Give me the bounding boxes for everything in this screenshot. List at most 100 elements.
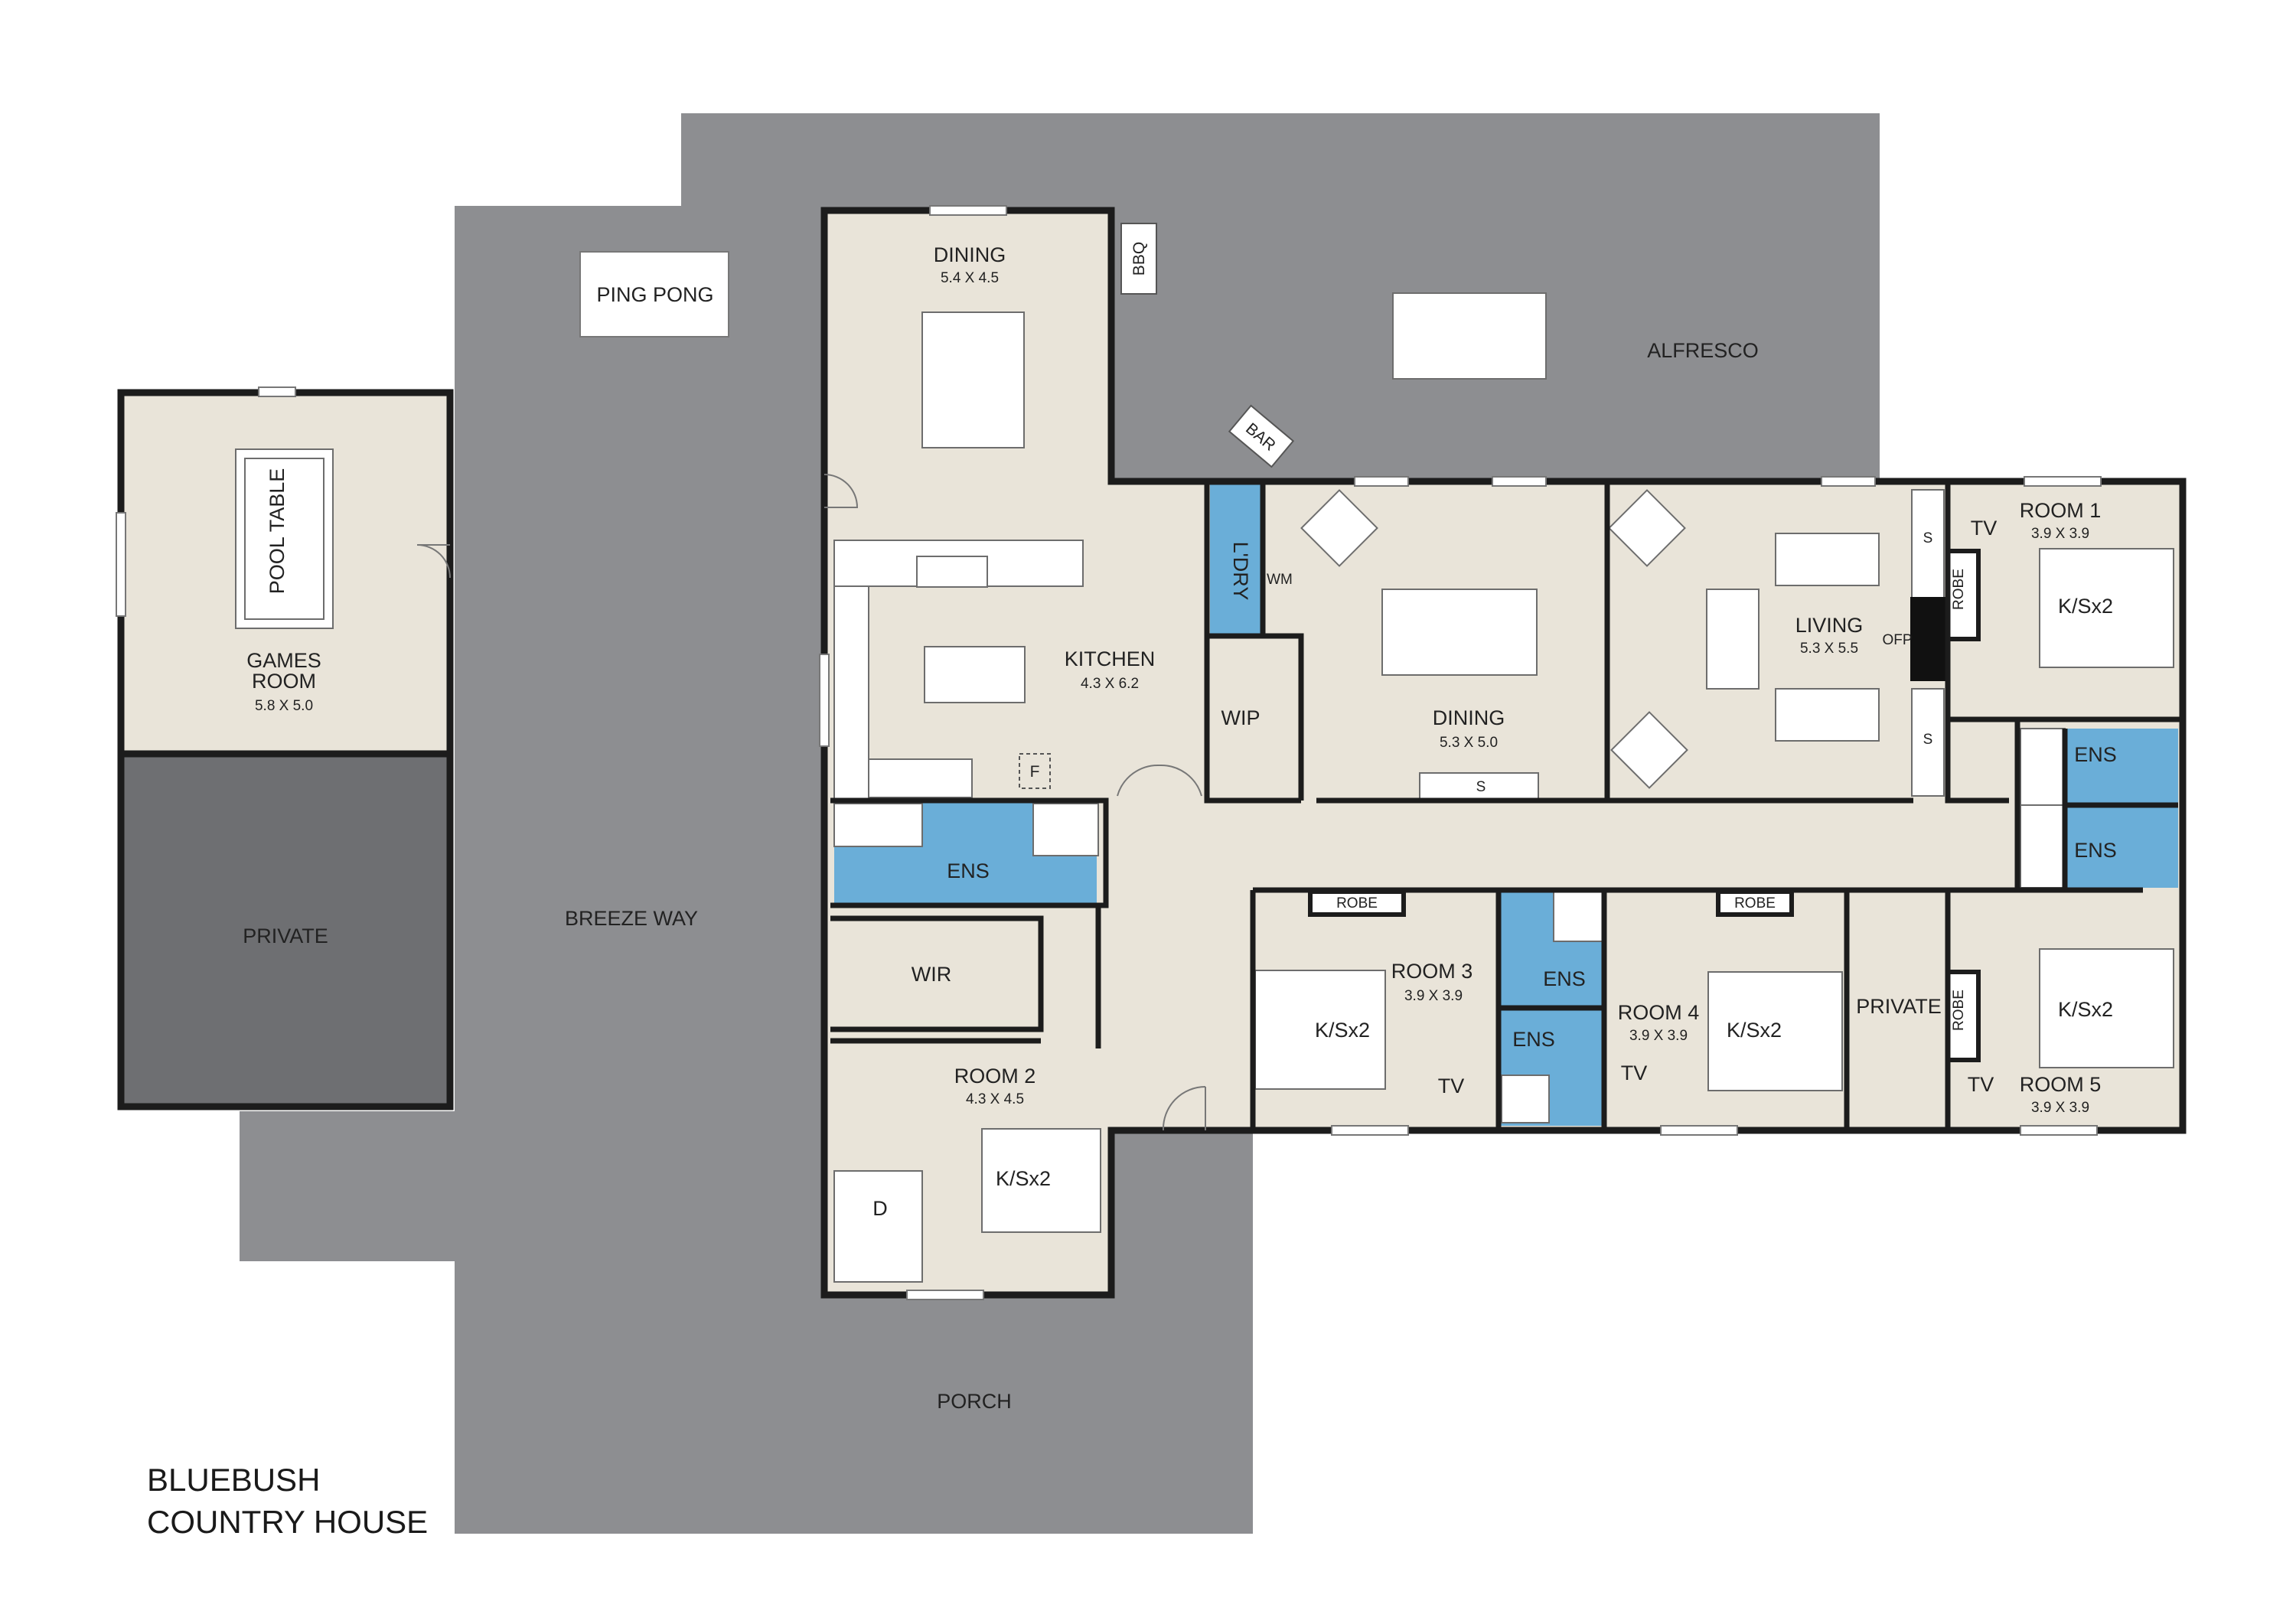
window: [1660, 1125, 1738, 1136]
ping-pong-label: PING PONG: [596, 283, 713, 306]
room4-name: ROOM 4: [1618, 1001, 1700, 1024]
window: [1331, 1125, 1409, 1136]
games-room-name: ROOM: [252, 670, 316, 693]
room3-robe: ROBE: [1336, 895, 1378, 911]
room3-bed: K/Sx2: [1315, 1019, 1370, 1042]
room5-ens: ENS: [2074, 839, 2117, 862]
living-name: LIVING: [1795, 614, 1864, 637]
outdoor-areas: [240, 113, 1880, 1534]
door: [1117, 764, 1202, 797]
bar: [1228, 404, 1295, 468]
cooktop: [868, 758, 973, 798]
pool-table-inner: [244, 458, 325, 620]
breeze-way-area: [455, 206, 824, 1534]
ping-pong-table: [579, 251, 729, 338]
porch-label: PORCH: [937, 1390, 1012, 1413]
room5-tv: TV: [1968, 1073, 1994, 1096]
room5-bed: K/Sx2: [2058, 998, 2113, 1021]
furniture: F: [579, 223, 2174, 1283]
room1-dims: 3.9 X 3.9: [2031, 526, 2089, 542]
window: [906, 1290, 984, 1300]
shower: [1032, 803, 1099, 856]
laundry-name: L'DRY: [1229, 542, 1252, 601]
games-window-side: [116, 512, 126, 617]
alfresco-label: ALFRESCO: [1647, 339, 1759, 362]
room4-dims: 3.9 X 3.9: [1629, 1028, 1688, 1044]
sofa: [1775, 688, 1880, 742]
shower: [2020, 804, 2066, 889]
openings: [819, 205, 2102, 1300]
fridge: [1019, 753, 1051, 789]
room2-bed: K/Sx2: [996, 1167, 1051, 1190]
private-outdoor: [117, 750, 454, 1110]
plan-title: BLUEBUSH: [147, 1462, 320, 1498]
breeze-way-label: BREEZE WAY: [565, 907, 698, 930]
dining-north-dims: 5.4 X 4.5: [941, 270, 999, 286]
room5-name: ROOM 5: [2020, 1073, 2102, 1096]
private-outdoor-label: PRIVATE: [243, 925, 328, 947]
bed-room1: [2039, 548, 2174, 668]
plan-title: COUNTRY HOUSE: [147, 1504, 428, 1540]
window: [2024, 476, 2102, 487]
room3-dims: 3.9 X 3.9: [1404, 988, 1463, 1004]
living-storage: [1911, 489, 1945, 605]
dining-sideboard: [1419, 772, 1539, 801]
room1-ens: ENS: [2074, 743, 2117, 766]
sofa: [1706, 589, 1760, 690]
bbq: [1120, 223, 1157, 295]
living-dims: 5.3 X 5.5: [1800, 641, 1858, 657]
washing-machine-label: WM: [1267, 572, 1293, 588]
dining-north-table: [921, 311, 1025, 448]
bathtub: [833, 803, 923, 847]
room1-robe: ROBE: [1951, 569, 1967, 610]
dining-storage: S: [1476, 779, 1486, 795]
dining-name: DINING: [1433, 706, 1505, 729]
window: [1492, 476, 1547, 487]
bed-room4: [1707, 971, 1843, 1091]
alfresco-table: [1392, 292, 1547, 380]
interior-wall: [830, 797, 1109, 1048]
dining-table: [1381, 589, 1538, 676]
living-storage-label: S: [1923, 732, 1933, 748]
ens-room1-floor: [2065, 729, 2178, 805]
desk-room2: [833, 1170, 923, 1283]
armchair: [1300, 489, 1378, 567]
room5-robe: ROBE: [1951, 990, 1967, 1031]
dining-dims: 5.3 X 5.0: [1440, 735, 1498, 751]
games-window: [258, 386, 296, 397]
room3-ens: ENS: [1543, 967, 1586, 990]
shower: [1553, 891, 1603, 942]
bed-room3: [1254, 970, 1386, 1090]
dining-north-name: DINING: [934, 243, 1006, 266]
window: [1354, 476, 1409, 487]
window: [929, 205, 1007, 216]
shower: [1501, 1075, 1550, 1123]
interior-wall: [1250, 719, 2178, 1130]
bed-room2: [981, 1128, 1101, 1233]
room2-desk: D: [872, 1197, 888, 1220]
room4-bed: K/Sx2: [1727, 1019, 1782, 1042]
room3-name: ROOM 3: [1391, 960, 1473, 983]
fridge-label: F: [1030, 763, 1040, 781]
room1-bed: K/Sx2: [2058, 595, 2113, 618]
pool-table-label: POOL TABLE: [266, 468, 289, 595]
kitchen-island: [924, 646, 1026, 703]
room2-wir: WIR: [912, 963, 951, 986]
bbq-label: BBQ: [1130, 242, 1148, 276]
room4-tv: TV: [1621, 1061, 1648, 1084]
games-room-dims: 5.8 X 5.0: [255, 698, 313, 714]
window: [819, 654, 830, 747]
games-room-name: GAMES: [246, 649, 321, 672]
room1-tv: TV: [1971, 517, 1998, 540]
window: [2020, 1125, 2098, 1136]
porch-area: [824, 1295, 1253, 1534]
interior-wall: [1204, 481, 2183, 804]
robe-room5: [1945, 970, 1981, 1062]
kitchen-counter: [833, 585, 869, 801]
living-storage-label: S: [1923, 530, 1933, 546]
room4-ens: ENS: [1512, 1028, 1555, 1051]
fireplace: [1910, 597, 1945, 681]
armchair: [1610, 711, 1688, 789]
games-door: [416, 544, 451, 579]
